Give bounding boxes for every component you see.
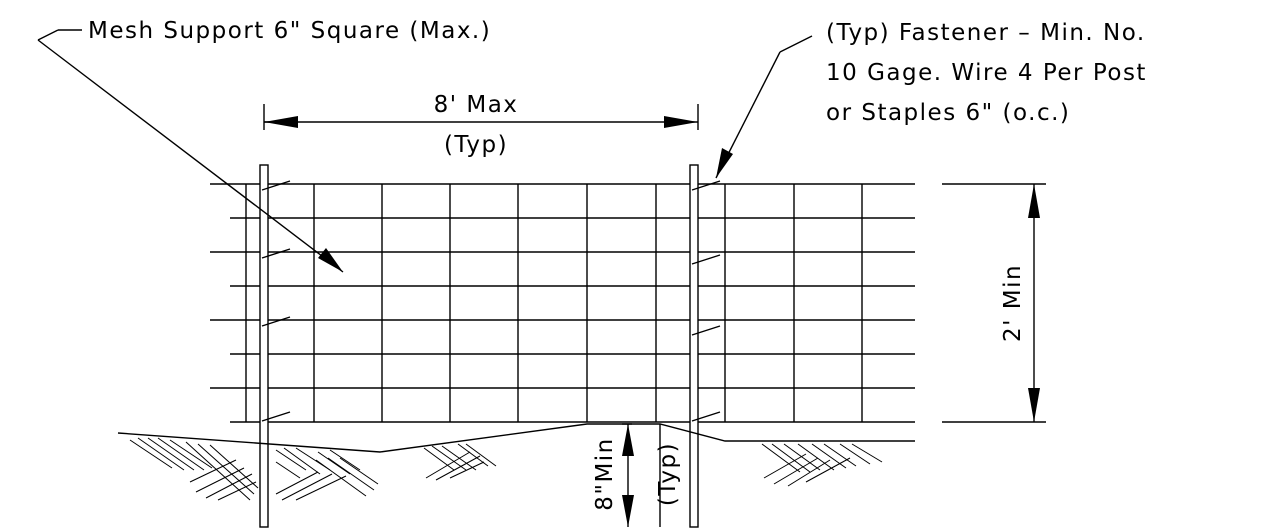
height-dimension: [942, 183, 1046, 423]
mesh-horizontal-wires: [210, 183, 915, 423]
fastener-leader: [715, 35, 813, 179]
mesh-support-leader: [37, 29, 344, 273]
post-left: [259, 164, 269, 528]
fastener-label-line3: or Staples 6" (o.c.): [826, 100, 1070, 126]
height-label: 2' Min: [1000, 264, 1026, 342]
embed-label: 8"Min: [592, 437, 618, 511]
post-spacing-typ-label: (Typ): [444, 132, 508, 158]
post-spacing-dimension: [263, 104, 699, 130]
mesh-support-label: Mesh Support 6" Square (Max.): [88, 18, 491, 44]
post-right: [689, 164, 699, 528]
fastener-label-line2: 10 Gage. Wire 4 Per Post: [826, 60, 1147, 86]
fasteners: [261, 180, 721, 422]
fastener-label-line1: (Typ) Fastener – Min. No.: [826, 20, 1146, 46]
ground-line: [117, 423, 915, 453]
soil-hatching: [129, 437, 883, 501]
mesh-vertical-wires: [245, 184, 863, 422]
post-spacing-label: 8' Max: [434, 92, 519, 118]
embed-dimension: [622, 423, 661, 527]
embed-typ-label: (Typ): [655, 442, 681, 506]
